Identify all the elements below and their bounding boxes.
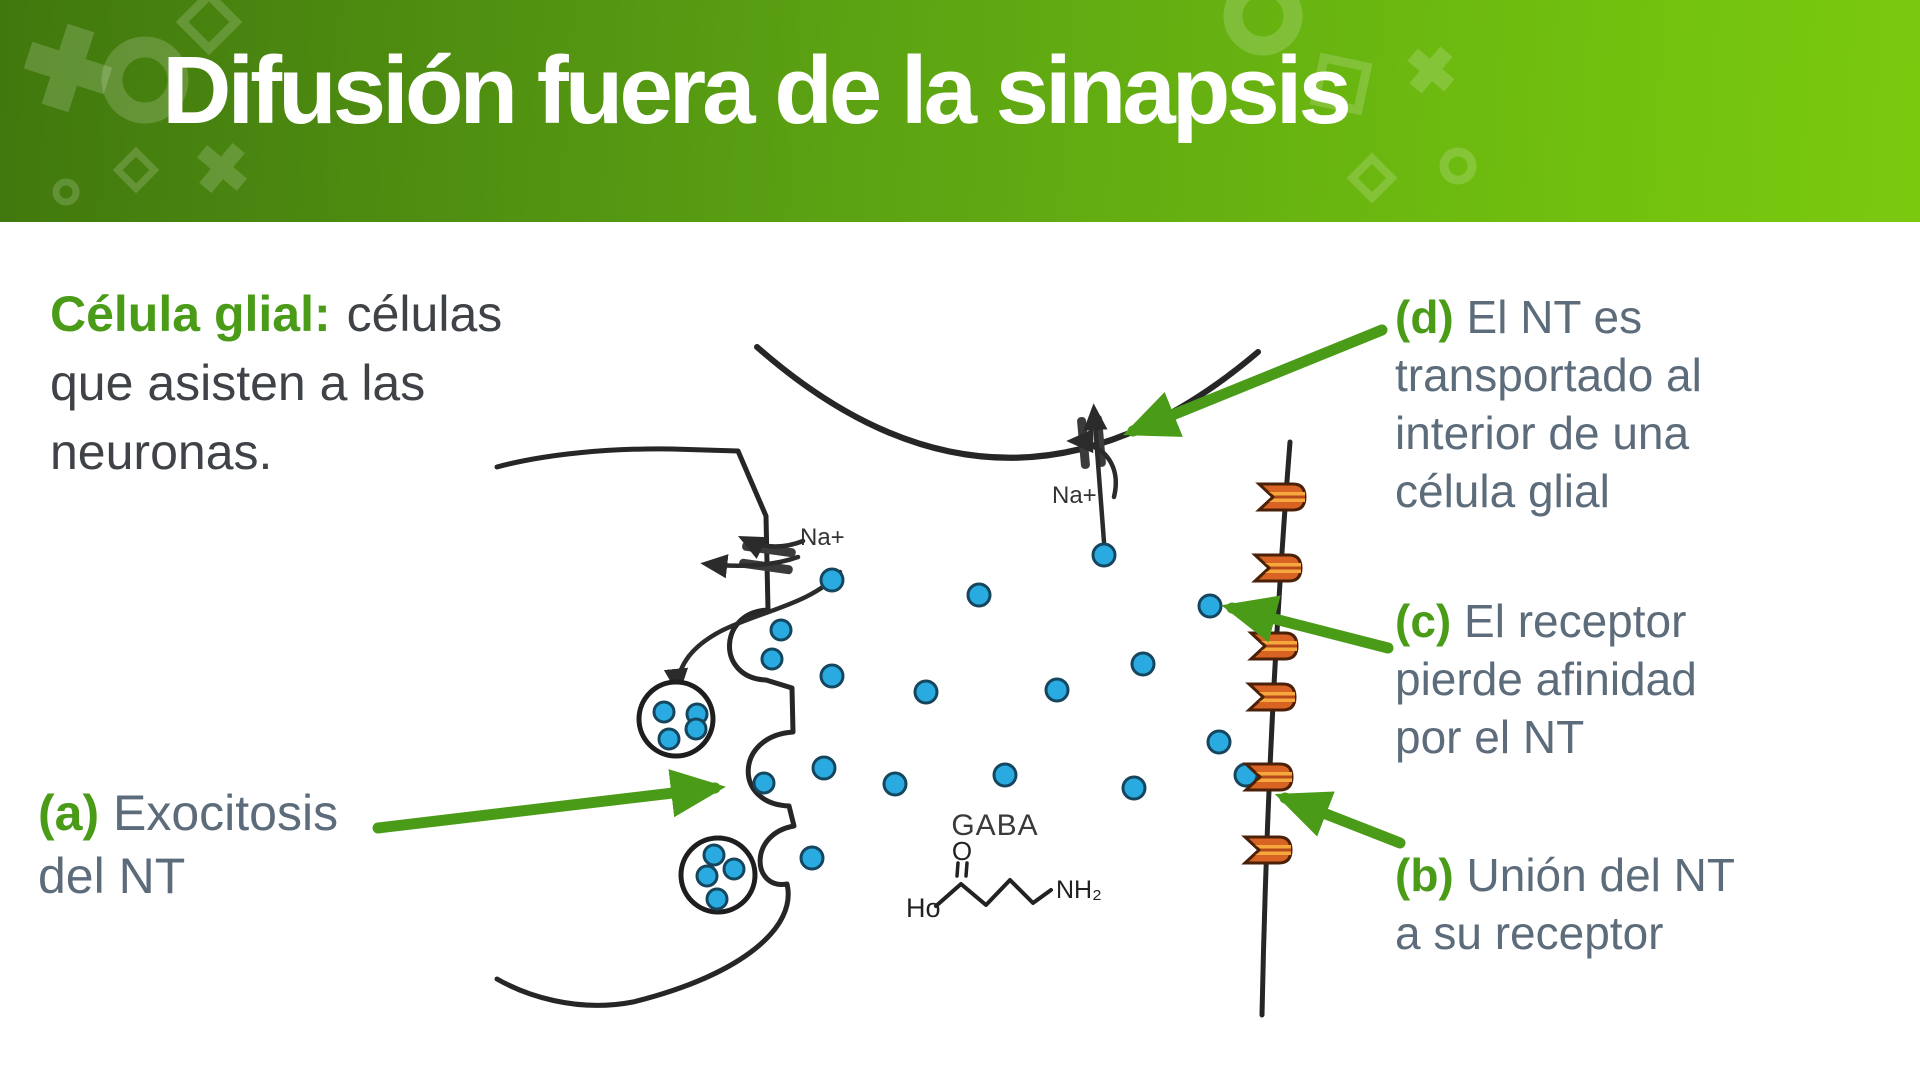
nt-dot [1121, 775, 1147, 801]
label-a-exocytosis: (a) Exocitosis del NT [38, 785, 339, 904]
postsynaptic-membrane [1259, 439, 1293, 1018]
glial-cell-membrane [754, 344, 1261, 461]
nt-dot [1206, 729, 1232, 755]
deco-diamond-icon [1346, 152, 1398, 204]
deco-square-icon [1309, 52, 1373, 116]
label-a-letter: (a) [38, 785, 100, 841]
nt-dot [1091, 542, 1117, 568]
header-decorations [23, 0, 1477, 206]
definition-line: que asisten a las [50, 355, 426, 411]
gaba-molecule: GABA O Ho NH₂ [906, 809, 1102, 923]
deco-plus-icon [23, 23, 113, 113]
receptor [1242, 762, 1294, 792]
sodium-arrow-glial [1066, 428, 1118, 500]
deco-x-icon [1407, 46, 1455, 94]
header-banner: Difusión fuera de la sinapsis [0, 0, 1920, 222]
nt-dot [1197, 593, 1223, 619]
sodium-arrow-presynaptic [737, 535, 806, 559]
label-c-receptor-affinity: (c) El receptor pierde afinidad por el N… [1395, 595, 1697, 763]
receptor [1247, 631, 1299, 661]
nt-dot [705, 887, 729, 911]
nt-dot [652, 700, 676, 724]
nt-dot [684, 717, 708, 741]
nt-dot [799, 845, 825, 871]
annotation-arrow-c [1221, 595, 1394, 654]
amine-label: NH₂ [1056, 876, 1102, 904]
glial-definition: Célula glial: células que asisten a las n… [50, 280, 502, 487]
deco-x-icon [196, 142, 248, 194]
nt-dot [657, 727, 681, 751]
receptor [1251, 553, 1303, 583]
oxygen-label: O [952, 836, 972, 866]
label-d-letter: (d) [1395, 291, 1454, 343]
nt-recycling-arrow [663, 569, 843, 696]
nt-dot [992, 762, 1018, 788]
label-c-letter: (c) [1395, 595, 1452, 647]
nt-dot [1130, 651, 1156, 677]
nt-uptake-arrow-glial [1083, 403, 1108, 545]
nt-dot [819, 663, 845, 689]
annotation-arrow-b [1274, 791, 1406, 849]
nt-dot-releasing [760, 647, 784, 671]
label-d-glial-transport: (d) El NT es transportado al interior de… [1395, 291, 1702, 517]
deco-ring-icon [101, 36, 189, 124]
annotation-arrow-a [372, 769, 726, 834]
sodium-exit-arrow [700, 554, 801, 579]
definition-term: Célula glial: [50, 286, 331, 342]
presynaptic-membrane [494, 446, 797, 1008]
gaba-label: GABA [951, 809, 1038, 842]
label-b-nt-binding: (b) Unión del NT a su receptor [1395, 849, 1735, 959]
deco-ring-icon [1223, 0, 1303, 56]
sodium-label-glial: Na+ [1052, 482, 1097, 509]
annotation-arrow-d [1122, 324, 1388, 437]
sodium-label-presynaptic: Na+ [800, 524, 845, 551]
nt-dot-releasing [769, 618, 793, 642]
nt-dot [913, 679, 939, 705]
deco-diamond-icon [112, 146, 160, 194]
definition-text: células [346, 286, 503, 342]
receptor [1245, 682, 1297, 712]
hydroxyl-label: Ho [906, 893, 941, 923]
deco-ring-icon [52, 178, 80, 206]
nt-dot-releasing [752, 771, 776, 795]
nt-dot [819, 567, 845, 593]
definition-line: Célula glial: células [50, 280, 502, 349]
deco-ring-icon [1439, 147, 1477, 185]
nt-dot [1044, 677, 1070, 703]
synaptic-vesicle [678, 835, 758, 915]
synaptic-vesicle [636, 679, 716, 759]
deco-diamond-icon [175, 0, 243, 56]
slide-title: Difusión fuera de la sinapsis [162, 37, 1352, 144]
nt-dot [695, 864, 719, 888]
nt-dot [882, 771, 908, 797]
definition-line: neuronas. [50, 424, 273, 480]
nt-dot [966, 582, 992, 608]
nt-dot [811, 755, 837, 781]
nt-dot [722, 857, 746, 881]
receptor [1255, 482, 1307, 512]
receptor [1241, 835, 1293, 865]
label-b-letter: (b) [1395, 849, 1454, 901]
nt-dot [702, 843, 726, 867]
